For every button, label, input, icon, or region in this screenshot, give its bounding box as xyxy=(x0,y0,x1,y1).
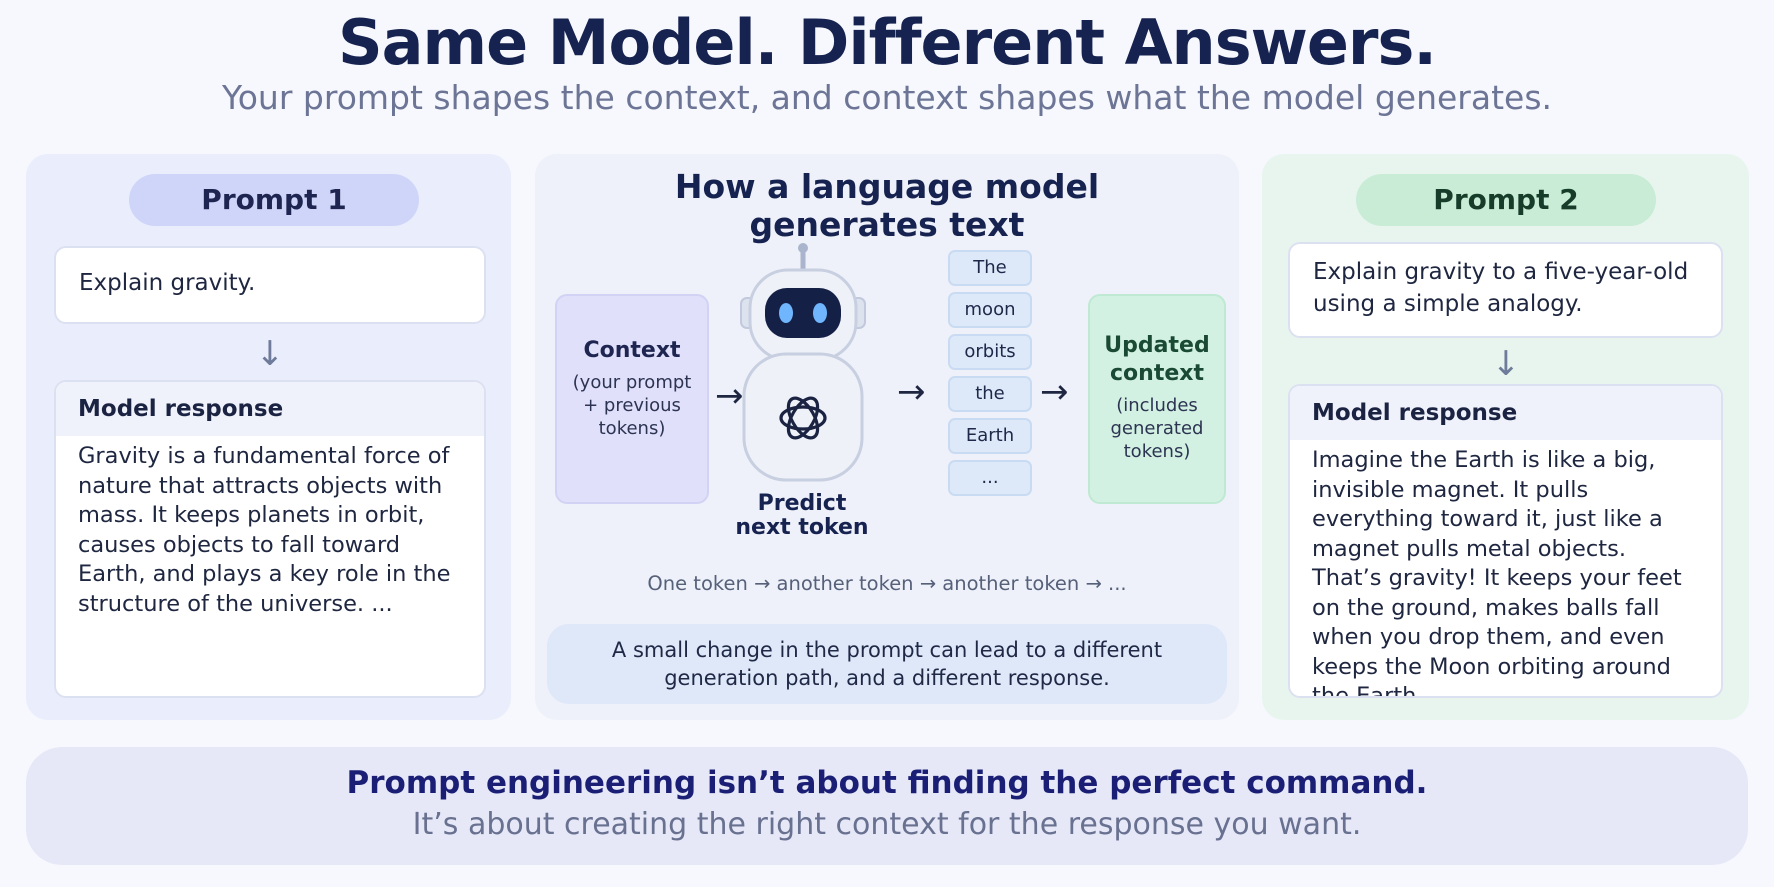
context-sub-line3: tokens) xyxy=(598,418,666,439)
token-chip: ... xyxy=(948,460,1032,496)
prompt2-line1: Explain gravity to a five-year-old xyxy=(1313,259,1689,285)
updated-context-box: Updated context (includes generated toke… xyxy=(1088,294,1226,504)
updated-title-line1: Updated xyxy=(1104,333,1210,358)
updated-sub-line3: tokens) xyxy=(1123,441,1191,462)
note-line2: generation path, and a different respons… xyxy=(664,666,1110,690)
openai-logo-icon xyxy=(779,396,827,440)
prompt1-response-card: Model response Gravity is a fundamental … xyxy=(54,380,486,698)
context-title: Context xyxy=(583,338,681,363)
note-line1: A small change in the prompt can lead to… xyxy=(611,638,1163,662)
robot-icon xyxy=(740,243,866,482)
prompt1-label: Prompt 1 xyxy=(129,174,419,226)
token-chip: the xyxy=(948,376,1032,412)
prompt2-response-card: Model response Imagine the Earth is like… xyxy=(1288,384,1723,698)
context-sub-line1: (your prompt xyxy=(572,372,692,393)
right-arrow-icon: → xyxy=(715,376,744,416)
predict-next-token-label: Predict next token xyxy=(725,492,879,540)
prompt2-text: Explain gravity to a five-year-old using… xyxy=(1288,242,1723,338)
token-chip: Earth xyxy=(948,418,1032,454)
takeaway-headline: Prompt engineering isn’t about finding t… xyxy=(346,765,1428,801)
token-chip: The xyxy=(948,250,1032,286)
response-text: Gravity is a fundamental force of nature… xyxy=(78,443,451,617)
context-sub-line2: + previous xyxy=(583,395,681,416)
prompt2-panel: Prompt 2 Explain gravity to a five-year-… xyxy=(1262,154,1749,720)
generation-title-line2: generates text xyxy=(749,205,1025,244)
down-arrow-icon: ↓ xyxy=(1491,344,1521,384)
predict-label-line1: Predict xyxy=(757,491,847,516)
updated-context-title: Updated context xyxy=(1090,332,1224,388)
context-box: Context (your prompt + previous tokens) xyxy=(555,294,709,504)
predict-label-line2: next token xyxy=(735,515,869,540)
response-text: Imagine the Earth is like a big, invisib… xyxy=(1312,447,1682,698)
generation-panel: How a language model generates text Cont… xyxy=(535,154,1239,720)
note-box: A small change in the prompt can lead to… xyxy=(547,624,1227,704)
updated-context-subtitle: (includes generated tokens) xyxy=(1090,394,1224,463)
right-arrow-icon: → xyxy=(897,372,926,412)
takeaway-subline: It’s about creating the right context fo… xyxy=(412,807,1362,842)
right-arrow-icon: → xyxy=(1040,372,1069,412)
response-heading: Model response xyxy=(1290,386,1721,440)
page-subtitle: Your prompt shapes the context, and cont… xyxy=(221,78,1553,117)
page-title: Same Model. Different Answers. xyxy=(338,6,1437,79)
down-arrow-icon: ↓ xyxy=(255,334,285,374)
generation-title: How a language model generates text xyxy=(535,168,1239,244)
response-heading: Model response xyxy=(56,382,484,436)
prompt1-text: Explain gravity. xyxy=(54,246,486,324)
token-chip: orbits xyxy=(948,334,1032,370)
prompt1-panel: Prompt 1 Explain gravity. ↓ Model respon… xyxy=(26,154,511,720)
context-subtitle: (your prompt + previous tokens) xyxy=(557,371,707,440)
token-flow-text: One token → another token → another toke… xyxy=(647,572,1127,595)
prompt2-line2: using a simple analogy. xyxy=(1313,291,1583,317)
takeaway-banner: Prompt engineering isn’t about finding t… xyxy=(26,747,1748,865)
generation-title-line1: How a language model xyxy=(674,167,1100,206)
prompt2-label: Prompt 2 xyxy=(1356,174,1656,226)
updated-sub-line1: (includes xyxy=(1116,395,1198,416)
token-chip: moon xyxy=(948,292,1032,328)
updated-sub-line2: generated xyxy=(1110,418,1204,439)
updated-title-line2: context xyxy=(1110,361,1204,386)
